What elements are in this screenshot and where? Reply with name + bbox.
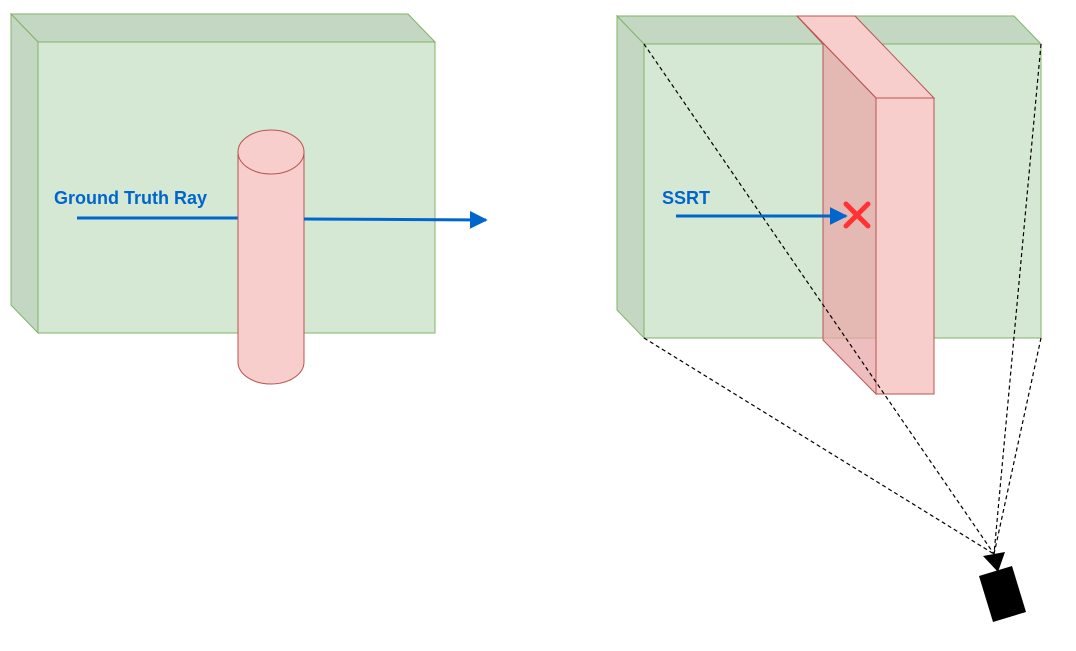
frustum-line-bottom-right [993, 337, 1042, 555]
camera-lens [983, 552, 1005, 572]
ssrt-label: SSRT [662, 188, 710, 208]
x-mark-icon [843, 201, 871, 229]
camera-frustum [643, 43, 1042, 555]
cylinder-top [237, 129, 305, 175]
camera-icon [979, 552, 1026, 622]
ground-truth-ray-right [303, 210, 488, 229]
left-wall-side-face [10, 12, 39, 335]
ground-truth-scene: Ground Truth Ray [9, 12, 488, 385]
occluder-slab [795, 15, 936, 396]
ground-truth-ray-label: Ground Truth Ray [54, 188, 207, 208]
left-wall-top-face [9, 13, 437, 43]
frustum-line-top-right [993, 43, 1042, 555]
camera-body [979, 566, 1026, 622]
frustum-line-top-left [643, 43, 995, 555]
occluder-slab-front [875, 97, 935, 395]
ssrt-scene: SSRT [615, 14, 1043, 622]
right-wall-side-face [616, 14, 645, 340]
left-wall-front-face [37, 41, 436, 334]
left-wall-box [9, 12, 437, 335]
occluder-slab-side [796, 15, 877, 396]
cylinder [237, 129, 305, 385]
frustum-line-bottom-left [643, 337, 995, 555]
cylinder-body [237, 152, 305, 385]
